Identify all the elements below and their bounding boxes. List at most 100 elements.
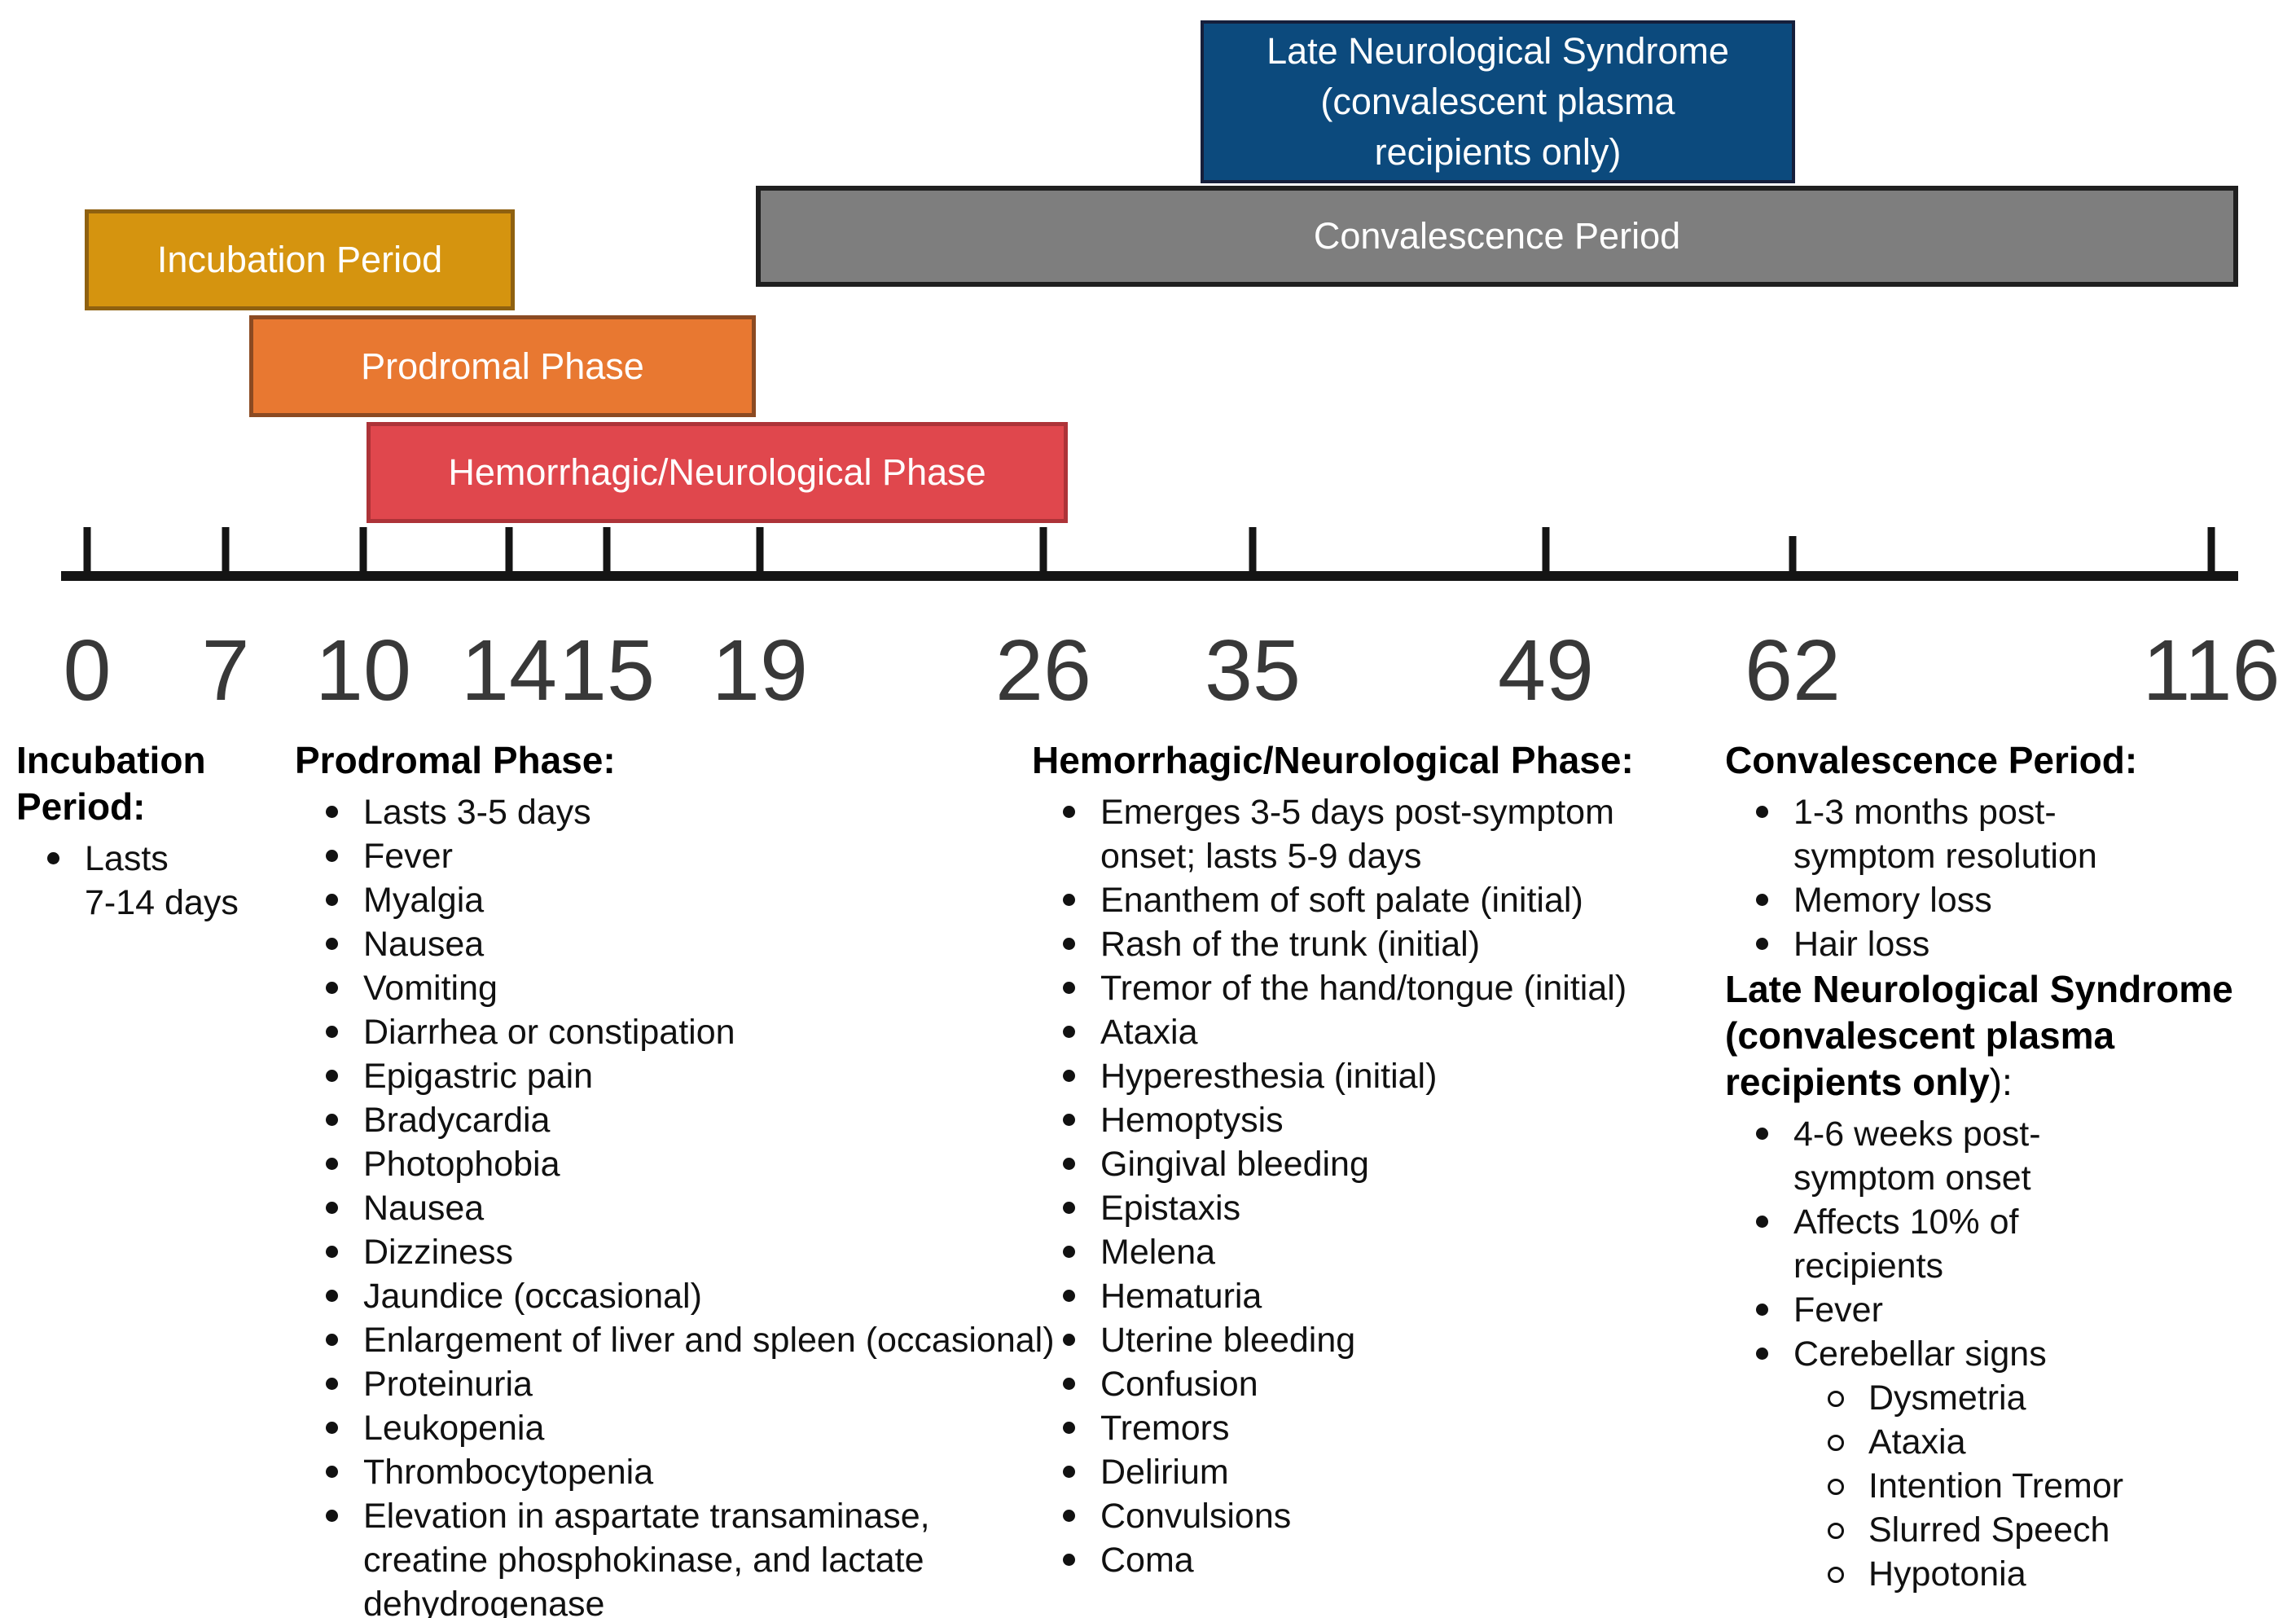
list-item: Epistaxis [1032, 1186, 1724, 1230]
column-hemorrhagic-neurological-phase-list: Emerges 3-5 days post-symptom onset; las… [1032, 790, 1724, 1582]
prodromal-phase-bar-label: Prodromal Phase [361, 345, 644, 387]
axis-day-label-26: 26 [995, 622, 1091, 719]
column-incubation-period-heading: Incubation Period: [16, 737, 277, 830]
axis-tick-10 [359, 527, 367, 581]
list-item: Elevation in aspartate transaminase, cre… [295, 1494, 1109, 1618]
list-item: Nausea [295, 1186, 1109, 1230]
axis-tick-7 [222, 527, 230, 581]
convalescence-period-bar: Convalescence Period [756, 186, 2238, 287]
list-item: Emerges 3-5 days post-symptom onset; las… [1032, 790, 1724, 878]
column-hemorrhagic-neurological-phase: Hemorrhagic/Neurological Phase: Emerges 3… [1032, 737, 1724, 1582]
list-item: Nausea [295, 922, 1109, 966]
list-item: Myalgia [295, 878, 1109, 922]
list-item: Confusion [1032, 1362, 1724, 1406]
list-item: Enanthem of soft palate (initial) [1032, 878, 1724, 922]
axis-day-label-116: 116 [2142, 622, 2281, 719]
list-item: Jaundice (occasional) [295, 1274, 1109, 1318]
list-item: Coma [1032, 1538, 1724, 1582]
list-item: Dizziness [295, 1230, 1109, 1274]
incubation-period-bar-label: Incubation Period [156, 239, 443, 280]
list-item: Vomiting [295, 966, 1109, 1010]
list-item: Cerebellar signs [1725, 1332, 2295, 1376]
column-convalescence-period-heading-text: Late Neurological Syndrome (convalescent… [1725, 968, 2233, 1103]
list-item: Epigastric pain [295, 1054, 1109, 1098]
column-hemorrhagic-neurological-phase-heading: Hemorrhagic/Neurological Phase: [1032, 737, 1724, 784]
list-item: Hyperesthesia (initial) [1032, 1054, 1724, 1098]
axis-tick-0 [83, 527, 91, 581]
convalescence-period-bar-label: Convalescence Period [1313, 215, 1681, 257]
axis-tick-26 [1039, 527, 1047, 581]
list-item: Lasts 7-14 days [16, 837, 277, 925]
axis-day-label-35: 35 [1205, 622, 1301, 719]
column-convalescence-period-heading-text: Convalescence Period: [1725, 739, 2138, 781]
list-item: Diarrhea or constipation [295, 1010, 1109, 1054]
axis-tick-19 [756, 527, 764, 581]
list-item: Proteinuria [295, 1362, 1109, 1406]
list-item: Tremor of the hand/tongue (initial) [1032, 966, 1724, 1010]
list-item: Hypotonia [1725, 1552, 2295, 1596]
incubation-period-bar: Incubation Period [85, 209, 515, 310]
list-item: Melena [1032, 1230, 1724, 1274]
list-item: Delirium [1032, 1450, 1724, 1494]
hemorrhagic-neurological-phase-bar-label: Hemorrhagic/Neurological Phase [448, 451, 986, 493]
column-prodromal-phase-heading-text: Prodromal Phase: [295, 739, 616, 781]
column-convalescence-period-heading: Convalescence Period: [1725, 737, 2295, 784]
list-item: Fever [1725, 1288, 2295, 1332]
axis-day-label-19: 19 [712, 622, 808, 719]
list-item: Photophobia [295, 1142, 1109, 1186]
axis-day-label-49: 49 [1498, 622, 1594, 719]
list-item: Fever [295, 834, 1109, 878]
axis-tick-62 [1789, 536, 1797, 572]
axis-tick-49 [1542, 527, 1550, 581]
axis-day-label-7: 7 [201, 622, 250, 719]
axis-day-label-10: 10 [315, 622, 411, 719]
prodromal-phase-bar: Prodromal Phase [249, 315, 756, 417]
list-item: Ataxia [1725, 1420, 2295, 1464]
column-incubation-period: Incubation Period: Lasts 7-14 days [16, 737, 277, 925]
list-item: Ataxia [1032, 1010, 1724, 1054]
column-incubation-period-list: Lasts 7-14 days [16, 837, 277, 925]
axis-tick-15 [603, 527, 611, 581]
list-item: Rash of the trunk (initial) [1032, 922, 1724, 966]
column-convalescence-period-heading-suffix: ): [1989, 1061, 2013, 1103]
list-item: Slurred Speech [1725, 1508, 2295, 1552]
list-item: Lasts 3-5 days [295, 790, 1109, 834]
axis-day-label-62: 62 [1745, 622, 1841, 719]
axis-tick-14 [505, 527, 513, 581]
axis-tick-116 [2207, 527, 2215, 581]
list-item: Intention Tremor [1725, 1464, 2295, 1508]
column-incubation-period-heading-text: Incubation Period: [16, 739, 206, 828]
axis-day-label-14: 14 [461, 622, 557, 719]
hemorrhagic-neurological-phase-bar: Hemorrhagic/Neurological Phase [367, 422, 1068, 523]
list-item: Bradycardia [295, 1098, 1109, 1142]
list-item: Leukopenia [295, 1406, 1109, 1450]
list-item: Hair loss [1725, 922, 2295, 966]
list-item: Affects 10% of recipients [1725, 1200, 2295, 1288]
column-hemorrhagic-neurological-phase-heading-text: Hemorrhagic/Neurological Phase: [1032, 739, 1634, 781]
list-item: Convulsions [1032, 1494, 1724, 1538]
axis-day-label-0: 0 [63, 622, 112, 719]
list-item: Enlargement of liver and spleen (occasio… [295, 1318, 1109, 1362]
column-prodromal-phase-heading: Prodromal Phase: [295, 737, 1109, 784]
axis-tick-35 [1249, 527, 1257, 581]
list-item: 4-6 weeks post- symptom onset [1725, 1112, 2295, 1200]
list-item: Thrombocytopenia [295, 1450, 1109, 1494]
list-item: Uterine bleeding [1032, 1318, 1724, 1362]
list-item: Hematuria [1032, 1274, 1724, 1318]
list-item: Gingival bleeding [1032, 1142, 1724, 1186]
axis-day-label-15: 15 [559, 622, 655, 719]
late-neurological-syndrome-bar-label: Late Neurological Syndrome (convalescent… [1267, 30, 1729, 173]
list-item: Dysmetria [1725, 1376, 2295, 1420]
timeline-axis [61, 571, 2238, 581]
column-convalescence-period-heading: Late Neurological Syndrome (convalescent… [1725, 966, 2295, 1106]
list-item: 1-3 months post- symptom resolution [1725, 790, 2295, 878]
list-item: Tremors [1032, 1406, 1724, 1450]
late-neurological-syndrome-bar: Late Neurological Syndrome (convalescent… [1201, 20, 1795, 183]
list-item: Hemoptysis [1032, 1098, 1724, 1142]
column-convalescence-period: Convalescence Period: 1-3 months post- sy… [1725, 737, 2295, 1596]
